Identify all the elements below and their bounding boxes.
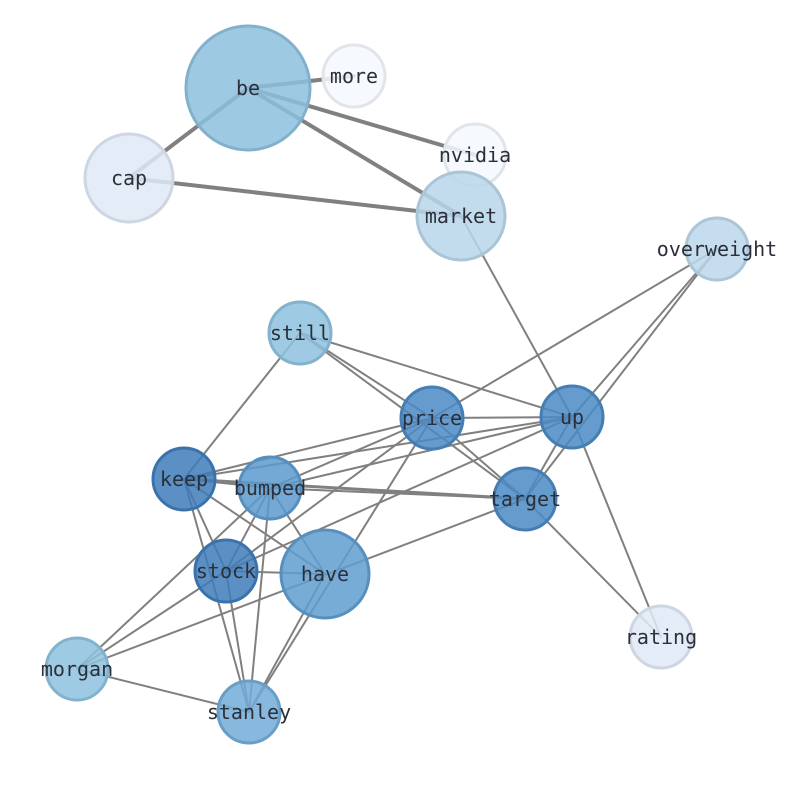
node-circle-have — [279, 528, 371, 620]
node-circle-stock — [193, 538, 259, 604]
node-label-market: market — [425, 204, 497, 228]
node-cap[interactable]: cap — [83, 132, 175, 224]
node-label-bumped: bumped — [234, 476, 306, 500]
node-bumped[interactable]: bumped — [234, 455, 306, 521]
node-circle-target — [492, 466, 558, 532]
node-circle-stanley — [216, 679, 282, 745]
node-target[interactable]: target — [489, 466, 561, 532]
node-circle-cap — [83, 132, 175, 224]
node-label-price: price — [402, 406, 462, 430]
edge-overweight-target — [524, 248, 718, 500]
node-circle-market — [415, 170, 507, 262]
node-label-keep: keep — [160, 467, 208, 491]
node-circle-keep — [151, 446, 217, 512]
node-label-overweight: overweight — [657, 237, 777, 261]
node-more[interactable]: more — [321, 43, 387, 109]
node-circle-still — [267, 300, 333, 366]
node-keep[interactable]: keep — [151, 446, 217, 512]
node-stock[interactable]: stock — [193, 538, 259, 604]
node-market[interactable]: market — [415, 170, 507, 262]
node-circle-be — [184, 24, 312, 152]
node-label-stanley: stanley — [207, 700, 291, 724]
node-circle-morgan — [44, 636, 110, 702]
node-circle-bumped — [237, 455, 303, 521]
node-up[interactable]: up — [539, 384, 605, 450]
node-be[interactable]: be — [184, 24, 312, 152]
edge-overweight-price — [431, 248, 718, 419]
node-label-be: be — [236, 76, 260, 100]
node-label-morgan: morgan — [41, 657, 113, 681]
node-rating[interactable]: rating — [625, 604, 697, 670]
node-label-up: up — [560, 405, 584, 429]
edge-overweight-up — [571, 248, 718, 418]
node-label-target: target — [489, 487, 561, 511]
node-label-still: still — [270, 321, 330, 345]
edge-still-up — [299, 332, 573, 418]
node-circle-price — [399, 385, 465, 451]
edge-bumped-stanley — [248, 487, 271, 713]
node-circle-overweight — [684, 216, 750, 282]
node-nvidia[interactable]: nvidia — [439, 122, 511, 188]
node-label-more: more — [330, 64, 378, 88]
edge-cap-market — [127, 176, 463, 218]
node-label-nvidia: nvidia — [439, 143, 511, 167]
edge-target-bumped — [269, 487, 526, 500]
node-stanley[interactable]: stanley — [207, 679, 291, 745]
node-layer: be more nvidia cap market overweight still pric… — [41, 24, 777, 745]
edge-price-stock — [225, 417, 433, 572]
node-label-rating: rating — [625, 625, 697, 649]
edge-price-keep — [183, 417, 433, 480]
node-label-cap: cap — [111, 166, 147, 190]
node-price[interactable]: price — [399, 385, 465, 451]
node-have[interactable]: have — [279, 528, 371, 620]
node-circle-up — [539, 384, 605, 450]
edge-up-bumped — [269, 416, 573, 489]
node-circle-rating — [628, 604, 694, 670]
edge-up-rating — [571, 416, 662, 638]
edge-bumped-morgan — [76, 487, 271, 670]
node-label-have: have — [301, 562, 349, 586]
node-overweight[interactable]: overweight — [657, 216, 777, 282]
node-morgan[interactable]: morgan — [41, 636, 113, 702]
node-circle-more — [321, 43, 387, 109]
node-label-stock: stock — [196, 559, 256, 583]
node-still[interactable]: still — [267, 300, 333, 366]
